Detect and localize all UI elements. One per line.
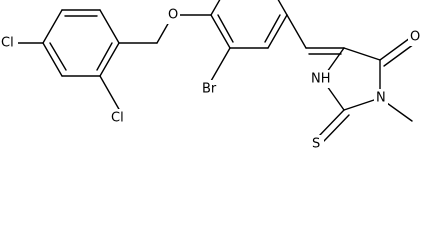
svg-text:NH: NH — [311, 72, 331, 87]
atom-label-cl-ortho: Cl — [111, 109, 129, 127]
svg-text:S: S — [312, 137, 320, 152]
atom-label-n-methyl: N — [374, 89, 388, 107]
atom-label-s-thione: S — [310, 135, 324, 153]
svg-text:Br: Br — [202, 82, 217, 97]
svg-text:O: O — [410, 30, 420, 45]
svg-text:O: O — [168, 8, 178, 23]
dichlorophenyl-ring — [42, 9, 120, 77]
bond-ring-cl-ortho — [99, 75, 121, 112]
bond-ring-ch — [286, 14, 307, 49]
svg-text:N: N — [376, 91, 386, 106]
bond-c2-s — [318, 109, 345, 137]
chemical-structure-diagram: Cl Cl O Br NH N O S — [0, 0, 422, 153]
svg-text:Cl: Cl — [111, 111, 124, 126]
atom-label-o-carbonyl: O — [408, 28, 422, 46]
bond-c2-s-double — [323, 114, 350, 142]
bond-ring-br — [210, 47, 231, 82]
atom-label-o-ether: O — [166, 6, 180, 24]
atom-label-cl-para: Cl — [0, 34, 18, 52]
bromophenyl-ring — [210, 0, 288, 49]
atom-label-nh: NH — [310, 70, 334, 88]
bond-c4-o — [379, 37, 411, 61]
atom-label-br: Br — [201, 80, 221, 98]
svg-text:Cl: Cl — [1, 36, 14, 51]
bond-c4-o-double — [383, 43, 415, 67]
